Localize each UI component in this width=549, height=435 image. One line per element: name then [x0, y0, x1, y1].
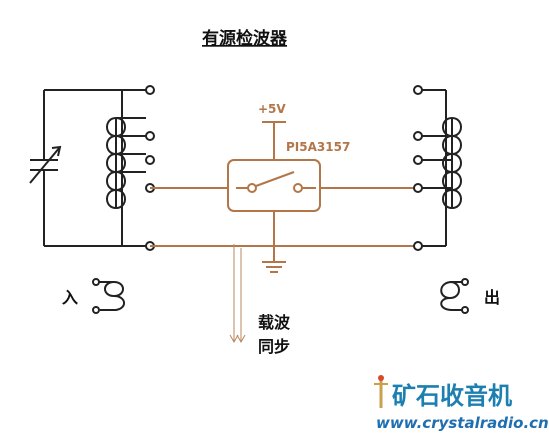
site-watermark: 矿石收音机 www.crystalradio.cn [374, 375, 549, 432]
variable-capacitor-icon [29, 145, 62, 184]
output-terminal-top [413, 85, 423, 95]
input-terminal-top [145, 85, 155, 95]
analog-switch-chip [150, 121, 418, 273]
output-terminal-tap-3 [413, 183, 423, 193]
watermark-site-name: 矿石收音机 [392, 382, 512, 410]
output-terminal-bottom [413, 241, 423, 251]
input-label: 入 [62, 288, 78, 307]
output-label: 出 [484, 288, 500, 307]
output-terminal-tap-1 [413, 131, 423, 141]
input-pickup-coil-icon [92, 278, 125, 314]
output-pickup-coil-icon [440, 278, 469, 314]
carrier-sync-label-line2: 同步 [258, 337, 290, 356]
watermark-url: www.crystalradio.cn [376, 414, 549, 432]
input-tank-circuit [29, 85, 155, 251]
input-terminal-tap-1 [145, 131, 155, 141]
carrier-sync-tap [229, 244, 246, 344]
output-coil-icon [422, 117, 462, 210]
input-terminal-tap-2 [145, 155, 155, 165]
switch-ic-body [227, 159, 321, 212]
supply-voltage-label: +5V [258, 102, 286, 116]
output-tank-circuit [413, 85, 462, 251]
carrier-sync-label-line1: 载波 [258, 313, 291, 332]
chip-part-number: PI5A3157 [286, 140, 350, 154]
switch-icon [236, 171, 316, 193]
radio-tower-icon [374, 375, 388, 408]
input-coil-icon [106, 117, 146, 210]
diagram-title: 有源检波器 [202, 28, 288, 49]
output-terminal-tap-2 [413, 155, 423, 165]
